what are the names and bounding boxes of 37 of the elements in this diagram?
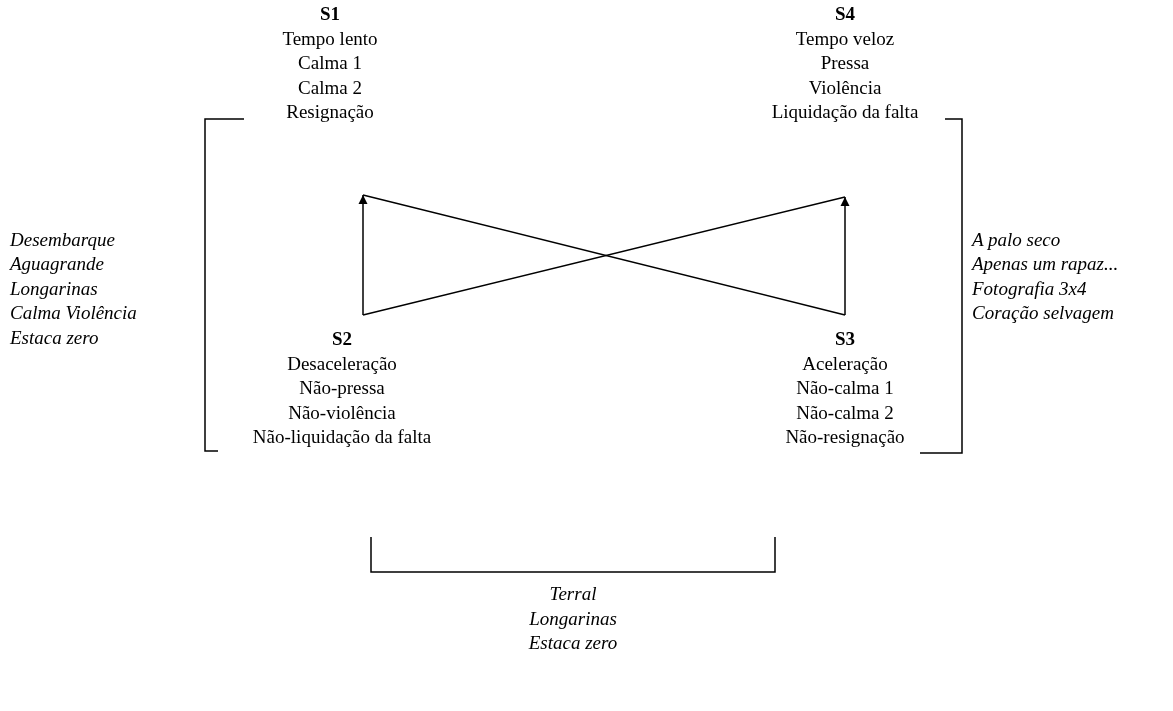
bracket-connector <box>370 536 776 573</box>
title-label: Desembarque <box>10 228 115 252</box>
title-label: Fotografia 3x4 <box>972 277 1087 301</box>
title-label: Estaca zero <box>10 326 99 350</box>
title-label: Apenas um rapaz... <box>972 252 1119 276</box>
state-term: Liquidação da falta <box>771 100 919 124</box>
state-term: Não-liquidação da falta <box>252 425 432 449</box>
arrow <box>358 194 368 316</box>
state-term: Violência <box>808 75 882 100</box>
title-label: Aguagrande <box>10 252 104 276</box>
state-term: Tempo veloz <box>795 26 895 51</box>
state-term: Calma 2 <box>298 75 362 100</box>
state-term: Pressa <box>820 51 870 75</box>
state-heading: S3 <box>834 327 856 351</box>
title-label: Longarinas <box>529 607 617 631</box>
state-term: Não-calma 2 <box>796 400 894 425</box>
state-term: Aceleração <box>802 351 888 376</box>
title-label: Calma Violência <box>10 301 137 325</box>
state-heading: S4 <box>834 2 856 26</box>
title-label: Terral <box>549 582 597 606</box>
title-label: Longarinas <box>10 277 98 301</box>
title-label: A palo seco <box>972 228 1061 252</box>
state-term: Calma 1 <box>298 51 362 75</box>
state-term: Desaceleração <box>287 351 397 376</box>
state-term: Não-violência <box>288 400 396 425</box>
arrow <box>840 196 850 316</box>
state-term: Tempo lento <box>282 26 378 51</box>
state-heading: S2 <box>331 327 353 351</box>
state-term: Não-resignação <box>785 425 905 449</box>
state-term: Resignação <box>286 100 374 124</box>
title-label: Estaca zero <box>528 631 618 655</box>
bracket-connector <box>919 118 963 454</box>
title-label: Coração selvagem <box>972 301 1114 325</box>
bracket-connector <box>204 118 245 452</box>
state-term: Não-calma 1 <box>796 376 894 400</box>
state-heading: S1 <box>319 2 341 26</box>
state-term: Não-pressa <box>299 376 385 400</box>
